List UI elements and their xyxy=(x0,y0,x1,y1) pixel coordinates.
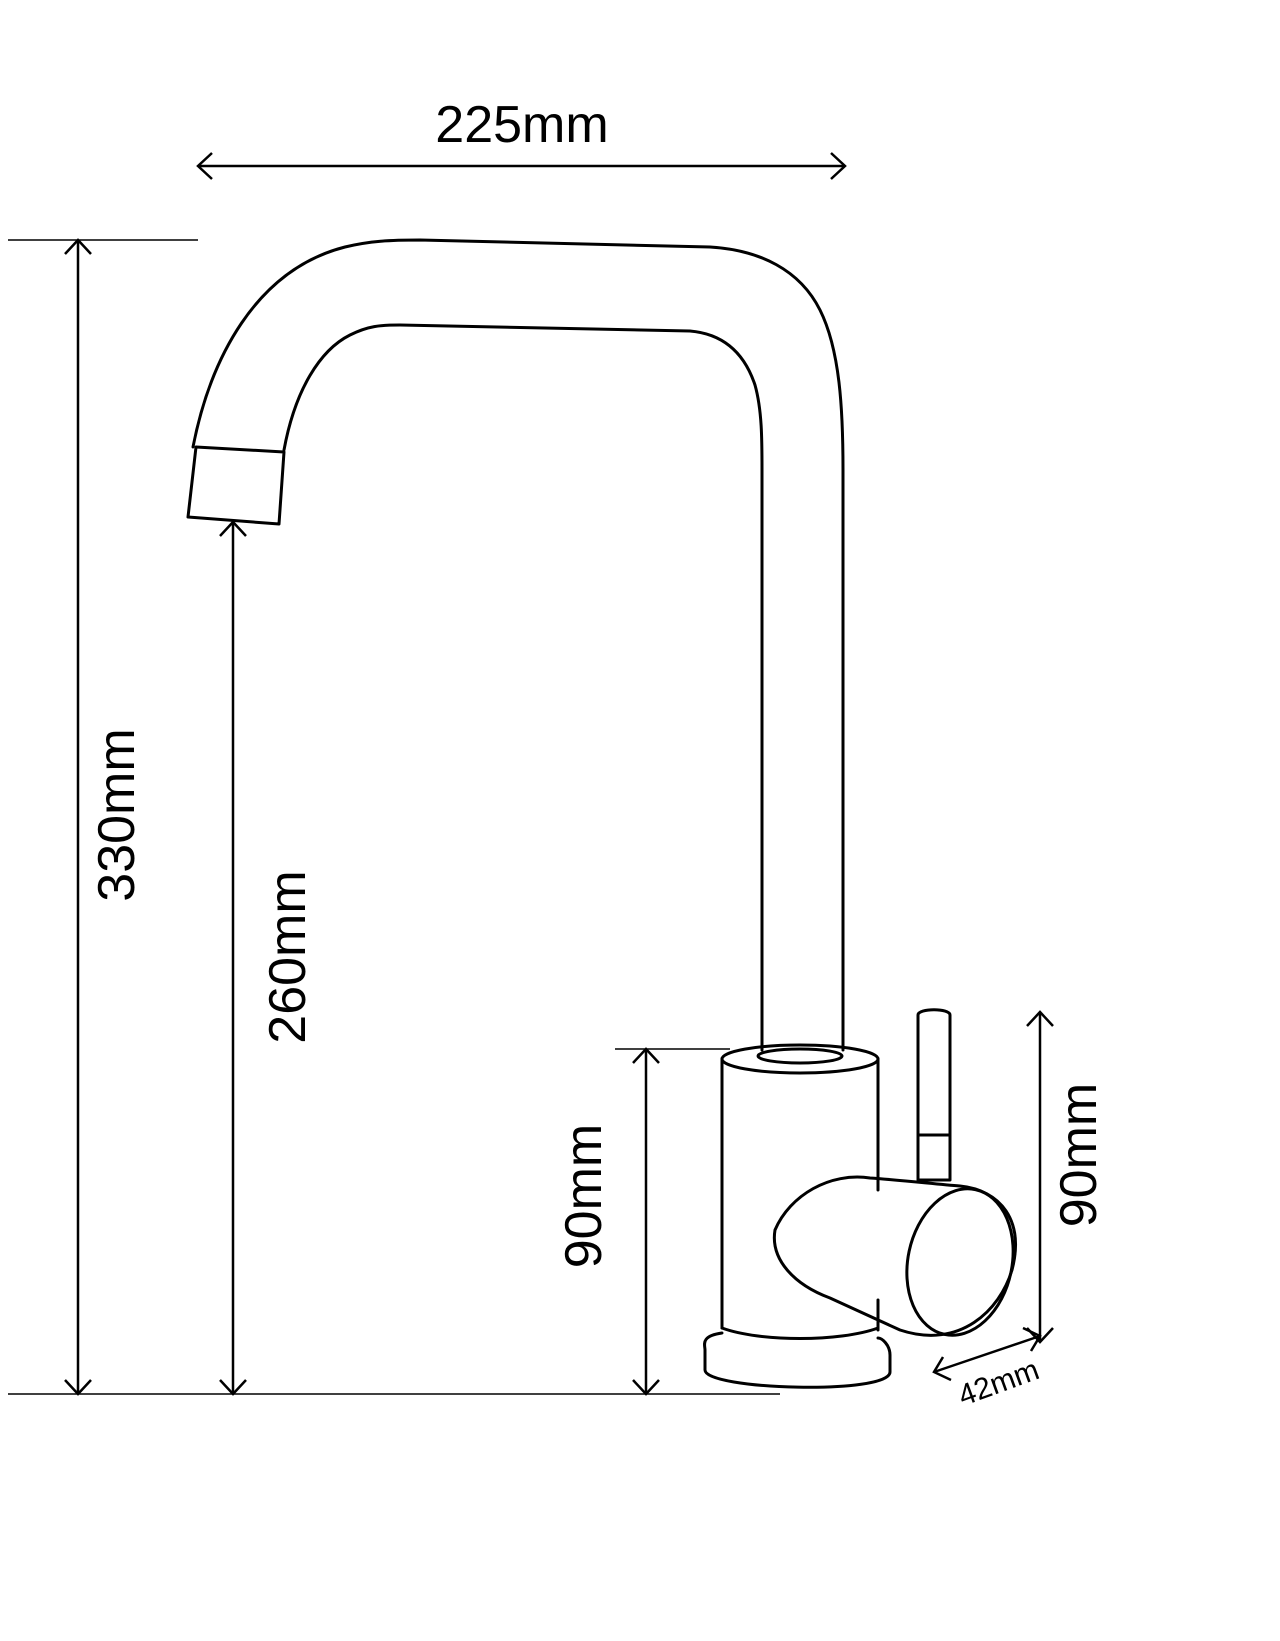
tap-body-collar xyxy=(756,1047,844,1065)
spout-height-arrow-top xyxy=(219,520,247,537)
lever-depth-arrow-left xyxy=(932,1356,952,1382)
spout-height-label: 260mm xyxy=(259,870,317,1043)
lever-height-label: 90mm xyxy=(1050,1083,1108,1227)
lever-depth-arrow-right xyxy=(1022,1326,1042,1352)
overall-height-label: 330mm xyxy=(88,728,146,901)
tap-body xyxy=(720,1057,880,1332)
spout-inner xyxy=(282,323,764,1052)
dimension-lines xyxy=(8,152,1054,1396)
dimension-labels: 225mm 330mm 260mm 90mm 90mm 42mm xyxy=(88,96,1108,1413)
width-arrow-left xyxy=(196,152,213,180)
base-height-arrow-top xyxy=(632,1047,660,1064)
lever-depth-line xyxy=(933,1334,1041,1374)
lever-height-arrow-top xyxy=(1026,1010,1054,1027)
overall-height-arrow-bottom xyxy=(64,1379,92,1396)
lever-stick xyxy=(916,1008,952,1182)
tap-body-bottom xyxy=(720,1326,880,1340)
spout-height-arrow-bottom xyxy=(219,1379,247,1396)
tap-outline xyxy=(186,238,1017,1389)
lever-depth-label: 42mm xyxy=(954,1353,1044,1413)
width-label: 225mm xyxy=(435,96,608,154)
base-height-label: 90mm xyxy=(555,1124,613,1268)
spout-outer xyxy=(191,238,845,1052)
lever-face xyxy=(905,1187,1015,1337)
base-height-arrow-bottom xyxy=(632,1379,660,1396)
base-plate xyxy=(703,1331,892,1389)
overall-height-arrow-top xyxy=(64,238,92,255)
lever-housing xyxy=(772,1175,1017,1337)
width-arrow-right xyxy=(830,152,847,180)
tap-body-top xyxy=(720,1043,880,1075)
spout-nozzle xyxy=(186,445,286,526)
